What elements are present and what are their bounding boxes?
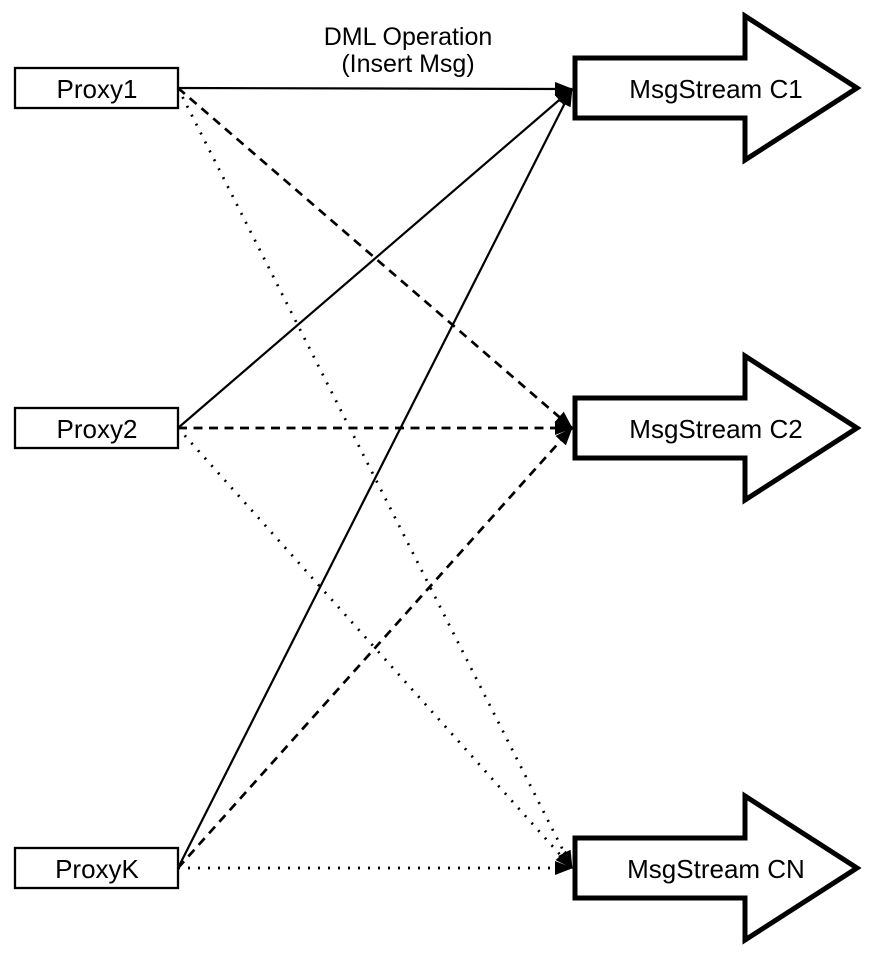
- block-arrow-shape: [572, 791, 862, 945]
- annotation-line1: DML Operation: [324, 23, 493, 51]
- proxy-box: [13, 846, 180, 890]
- annotation-line2: (Insert Msg): [341, 50, 474, 78]
- edge-proxyk-to-c1: [177, 88, 573, 869]
- proxy-node-2: Proxy2: [13, 406, 180, 450]
- annotation: DML Operation (Insert Msg): [324, 23, 493, 78]
- proxy-label: ProxyK: [55, 854, 139, 884]
- edge-proxy1-to-c1: [177, 81, 573, 96]
- proxy-label: Proxy1: [57, 74, 138, 104]
- proxy-node-1: Proxy1: [13, 66, 180, 110]
- block-arrow-shape: [572, 11, 862, 165]
- msgstream-node-cn: MsgStream CN: [572, 791, 862, 945]
- proxy-box: [13, 66, 180, 110]
- msgstream-label: MsgStream C1: [629, 74, 802, 104]
- block-arrow-shape: [572, 351, 862, 505]
- edge-proxyk-to-c2: [176, 427, 574, 869]
- edge-proxy2-to-c1: [177, 88, 573, 429]
- proxy-node-k: ProxyK: [13, 846, 180, 890]
- msgstream-label: MsgStream C2: [629, 414, 802, 444]
- proxy-box: [13, 406, 180, 450]
- connector-edges: [176, 81, 574, 875]
- msgstream-node-c2: MsgStream C2: [572, 351, 862, 505]
- msgstream-label: MsgStream CN: [627, 854, 805, 884]
- proxy-label: Proxy2: [57, 414, 138, 444]
- msgstream-node-c1: MsgStream C1: [572, 11, 862, 165]
